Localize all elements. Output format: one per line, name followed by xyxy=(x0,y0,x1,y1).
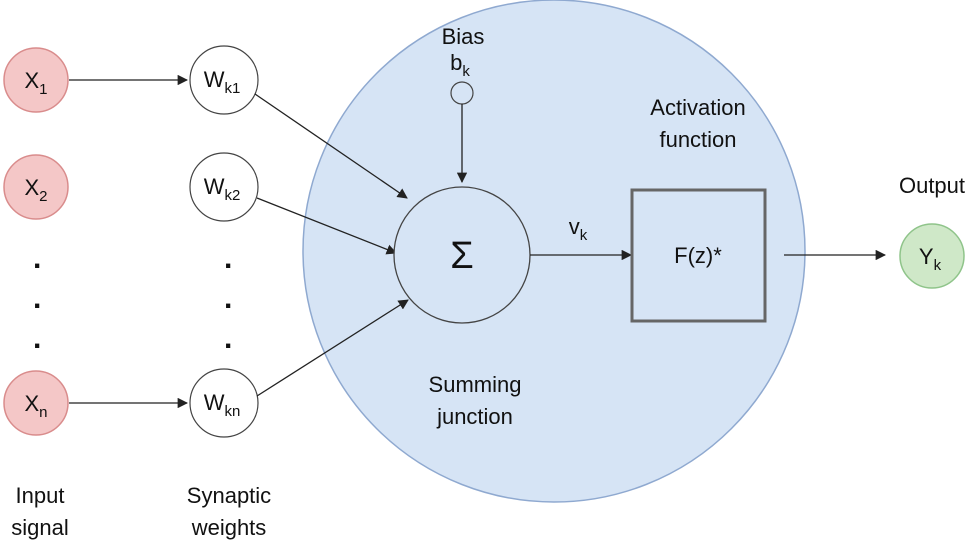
input-node-2: X2 xyxy=(3,154,69,220)
bias-symbol: bk xyxy=(450,50,470,80)
weight-ellipsis-dot: . xyxy=(224,282,232,315)
svg-text:X1: X1 xyxy=(24,68,47,98)
input-signal-label-line2: signal xyxy=(11,515,68,540)
weight-node-k1: Wk1 xyxy=(189,45,259,115)
arrow-wkn-to-sum xyxy=(256,299,409,397)
weight-ellipsis-dot: . xyxy=(224,322,232,355)
weight-node-kn: Wkn xyxy=(189,368,259,438)
svg-text:Wk1: Wk1 xyxy=(204,67,241,97)
bias-node xyxy=(450,81,474,105)
synaptic-weights-label-line2: weights xyxy=(191,515,267,540)
activation-label-line1: Activation xyxy=(650,95,745,120)
input-signal-label-line1: Input xyxy=(16,483,65,508)
arrow-wk2-to-sum xyxy=(256,197,397,255)
input-ellipsis-dot: . xyxy=(33,282,41,315)
sigma-symbol: Σ xyxy=(450,235,474,277)
neuron-body xyxy=(302,0,806,503)
activation-function-box xyxy=(630,188,767,323)
synaptic-weights-label-line1: Synaptic xyxy=(187,483,271,508)
arrow-wk1-to-sum xyxy=(254,93,408,199)
output-node xyxy=(899,223,965,289)
svg-text:Wkn: Wkn xyxy=(204,390,241,420)
output-symbol: Yk xyxy=(919,244,942,274)
bias-title: Bias xyxy=(442,24,485,49)
input-node-1: X1 xyxy=(3,47,69,113)
input-ellipsis-dot: . xyxy=(33,322,41,355)
output-title: Output xyxy=(899,173,965,198)
svg-text:Wk2: Wk2 xyxy=(204,174,241,204)
activation-label-line2: function xyxy=(659,127,736,152)
svg-text:X2: X2 xyxy=(24,175,47,205)
input-ellipsis-dot: . xyxy=(33,242,41,275)
summing-label-line2: junction xyxy=(436,404,513,429)
weight-ellipsis-dot: . xyxy=(224,242,232,275)
svg-text:Xn: Xn xyxy=(24,391,47,421)
input-node-n: Xn xyxy=(3,370,69,436)
summing-label-line1: Summing xyxy=(429,372,522,397)
activation-function-text: F(z)* xyxy=(674,243,722,268)
induced-field-label: vk xyxy=(569,214,588,244)
weight-node-k2: Wk2 xyxy=(189,152,259,222)
